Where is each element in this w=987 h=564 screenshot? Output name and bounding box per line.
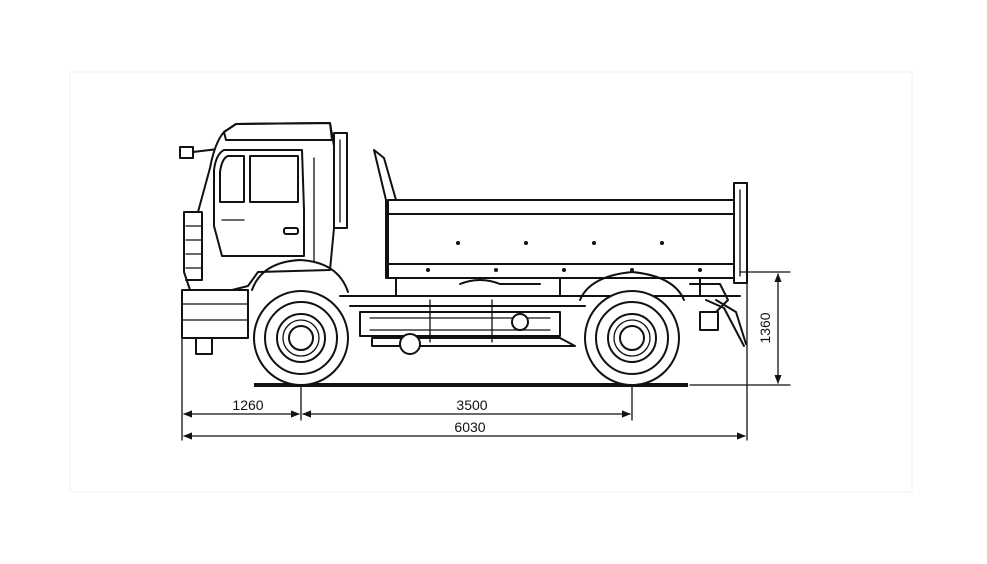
overall-length-label: 6030 xyxy=(454,419,485,435)
drawing-frame xyxy=(69,71,913,493)
truck xyxy=(179,122,748,386)
platform-height-label: 1360 xyxy=(757,312,773,343)
rear-wheel xyxy=(584,290,680,386)
rear-fender xyxy=(579,271,685,301)
chassis xyxy=(339,279,741,355)
cab xyxy=(181,122,349,355)
front-overhang-label: 1260 xyxy=(232,397,263,413)
wheelbase-label: 3500 xyxy=(456,397,487,413)
exhaust-stack xyxy=(333,132,348,229)
tipper-body xyxy=(373,149,748,297)
dimension-lines xyxy=(181,271,791,441)
front-wheel xyxy=(253,290,349,386)
rear-hitch xyxy=(689,283,747,347)
